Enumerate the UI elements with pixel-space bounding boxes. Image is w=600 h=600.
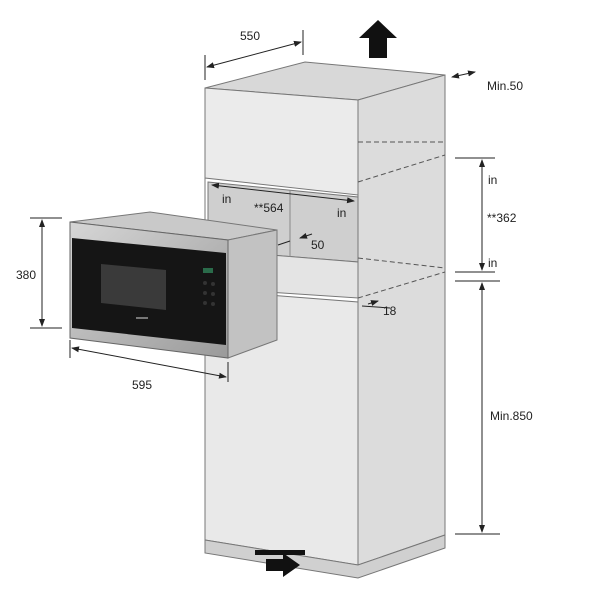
microwave-window bbox=[101, 264, 166, 310]
arrow-up-icon bbox=[359, 20, 397, 58]
cabinet-front-upper bbox=[204, 87, 359, 196]
label-opening-height-in-top: in bbox=[488, 173, 497, 187]
cabinet-base bbox=[204, 534, 446, 579]
label-opening-height: **362 bbox=[487, 211, 517, 225]
microwave-display bbox=[203, 268, 213, 273]
control-buttons bbox=[203, 281, 215, 306]
label-cabinet-depth: 550 bbox=[240, 29, 260, 43]
label-microwave-height: 380 bbox=[16, 268, 36, 282]
microwave bbox=[69, 211, 278, 359]
label-side-gap: 50 bbox=[311, 238, 325, 252]
label-min-floor-height: Min.850 bbox=[490, 409, 533, 423]
label-opening-height-in-bottom: in bbox=[488, 256, 497, 270]
microwave-side bbox=[227, 229, 278, 359]
label-opening-in-right: in bbox=[337, 206, 346, 220]
cabinet bbox=[204, 61, 446, 579]
label-opening-width: **564 bbox=[254, 201, 284, 215]
label-min-gap-top: Min.50 bbox=[487, 79, 523, 93]
brand-logo bbox=[136, 317, 148, 319]
cabinet-side bbox=[357, 74, 446, 566]
label-opening-in-left: in bbox=[222, 192, 231, 206]
dimension-lines bbox=[30, 30, 500, 535]
arrow-right-icon bbox=[255, 550, 305, 577]
label-shelf-thickness: 18 bbox=[383, 304, 397, 318]
label-microwave-width: 595 bbox=[132, 378, 152, 392]
